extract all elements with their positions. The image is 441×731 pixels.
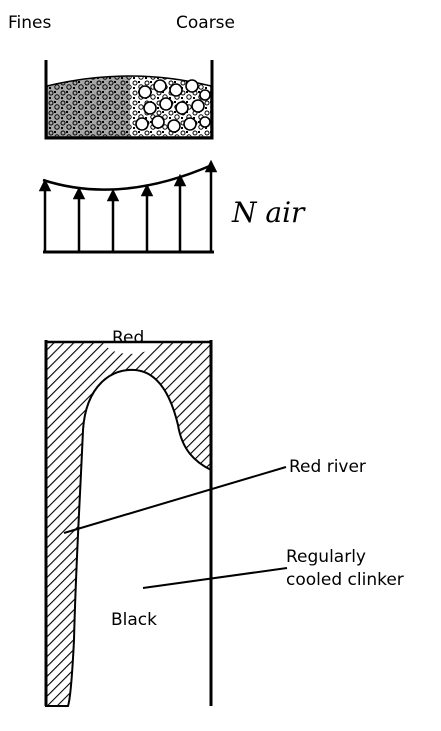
handwritten-air-label: N air [231, 196, 306, 229]
label-fines: Fines [8, 13, 51, 33]
cooled-clinker-leader [142, 567, 288, 589]
coarse-particles [135, 79, 211, 133]
red-hot-region [45, 341, 212, 707]
particle-bed-container [44, 60, 214, 140]
air-flow-profile [38, 159, 218, 254]
clinker-bed-section [44, 322, 213, 707]
label-regularly: Regularly [286, 547, 366, 567]
velocity-profile-curve [42, 163, 213, 191]
label-black: Black [111, 610, 157, 630]
fines-region [47, 76, 130, 137]
label-red: Red [112, 328, 144, 348]
label-cooled-clinker: cooled clinker [286, 570, 404, 590]
label-coarse: Coarse [176, 13, 235, 33]
red-river-leader [63, 466, 287, 534]
label-red-river: Red river [289, 457, 366, 477]
red-label-patch [102, 322, 158, 354]
